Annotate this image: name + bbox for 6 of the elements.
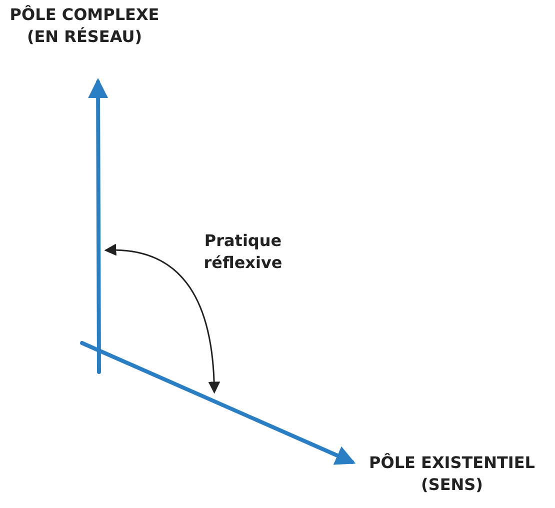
edge-label: Pratique réflexive: [202, 230, 284, 274]
axis-arrow: [80, 341, 356, 465]
pole-label: PÔLE COMPLEXE (EN RÉSEAU): [8, 4, 160, 48]
pole-label: PÔLE EXISTENTIEL (SENS): [368, 452, 536, 496]
axis-arrow: [88, 78, 108, 374]
curved-arrow: [104, 244, 220, 394]
